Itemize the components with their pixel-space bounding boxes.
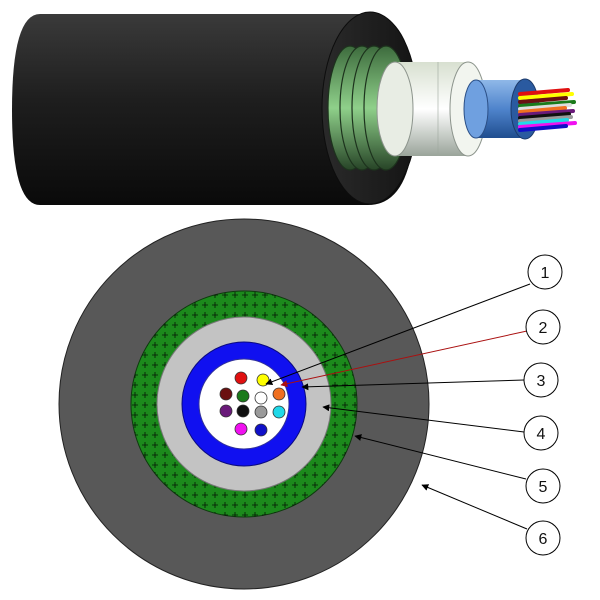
callout-label-2: 2 — [539, 320, 548, 337]
cable-jacket — [12, 14, 415, 205]
fiber-8 — [236, 404, 250, 418]
callout-label-4: 4 — [537, 426, 546, 443]
callout-2: 2 — [525, 309, 561, 345]
fiber-3 — [219, 387, 233, 401]
callout-1: 1 — [527, 254, 563, 290]
fiber-strands-3d — [518, 88, 577, 132]
fiber-12 — [254, 423, 268, 437]
leader-line-1 — [265, 283, 531, 386]
fiber-4 — [236, 389, 250, 403]
callout-label-1: 1 — [541, 265, 550, 282]
leader-line-6 — [421, 484, 528, 530]
callout-6: 6 — [525, 520, 561, 556]
fiber-6 — [272, 387, 286, 401]
fiber-strand-1 — [518, 88, 570, 96]
callout-label-5: 5 — [539, 479, 548, 496]
fiber-strand-10 — [518, 118, 569, 126]
fiber-1 — [234, 371, 248, 385]
leader-line-3 — [301, 379, 525, 391]
fiber-strand-9 — [518, 115, 573, 123]
fiber-strand-11 — [518, 121, 577, 129]
callout-3: 3 — [523, 362, 559, 398]
fiber-strand-2 — [518, 92, 574, 100]
cable-3d-illustration — [12, 11, 577, 205]
leader-line-5 — [354, 434, 527, 480]
callout-5: 5 — [525, 468, 561, 504]
fiber-2 — [256, 373, 270, 387]
fiber-strand-6 — [518, 106, 567, 114]
leader-line-2 — [280, 330, 528, 388]
callout-label-6: 6 — [539, 531, 548, 548]
fiber-strand-7 — [518, 109, 575, 117]
leader-line-4 — [322, 404, 525, 433]
fiber-strand-5 — [518, 103, 572, 111]
cable-cross-section — [58, 218, 430, 590]
fiber-11 — [234, 422, 248, 436]
callout-4: 4 — [523, 415, 559, 451]
fiber-10 — [272, 405, 286, 419]
fiber-strand-4 — [518, 100, 576, 108]
fiber-7 — [219, 404, 233, 418]
callout-label-3: 3 — [537, 373, 546, 390]
fiber-strand-8 — [518, 112, 571, 120]
fiber-strand-3 — [518, 96, 568, 104]
callouts: 1 2 3 4 5 6 — [265, 254, 563, 556]
fiber-9 — [254, 405, 268, 419]
fiber-strand-12 — [518, 124, 568, 132]
fiber-group — [219, 371, 286, 437]
fiber-5 — [254, 391, 268, 405]
